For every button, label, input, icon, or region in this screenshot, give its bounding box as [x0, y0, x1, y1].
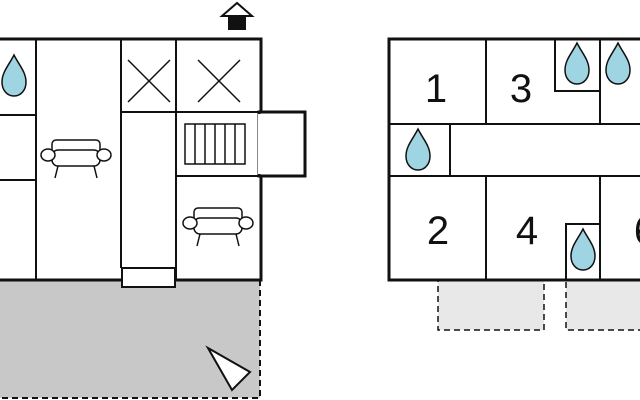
interior-walls	[0, 39, 260, 288]
balcony-left	[437, 279, 545, 331]
upper-interior-walls	[389, 38, 640, 281]
entrance-icon	[219, 1, 255, 30]
entrance-porch	[257, 110, 307, 178]
room-label-6: 6	[634, 209, 640, 253]
room-label-1: 1	[425, 67, 447, 111]
upper-floor-plan: 1 3 2 4 6	[387, 37, 640, 331]
compass-arrow-icon	[205, 345, 252, 392]
water-drop-icon-4	[570, 227, 596, 271]
water-drop-icon	[1, 53, 27, 97]
sofa-icon	[40, 139, 112, 179]
room-label-3: 3	[510, 67, 532, 111]
terrace-area	[0, 280, 261, 399]
water-drop-icon-3	[405, 127, 431, 171]
staircase-icon	[184, 123, 246, 165]
ground-floor-plan	[0, 1, 307, 399]
room-label-4: 4	[516, 209, 538, 253]
water-drop-icon-1	[564, 41, 590, 85]
x-box-2	[197, 59, 241, 103]
sofa-icon-2	[182, 207, 254, 247]
x-box-1	[127, 59, 171, 103]
balcony-right	[565, 279, 640, 331]
upper-floor-outer-wall	[387, 37, 640, 282]
room-label-2: 2	[427, 209, 449, 253]
water-drop-icon-2	[605, 41, 631, 85]
